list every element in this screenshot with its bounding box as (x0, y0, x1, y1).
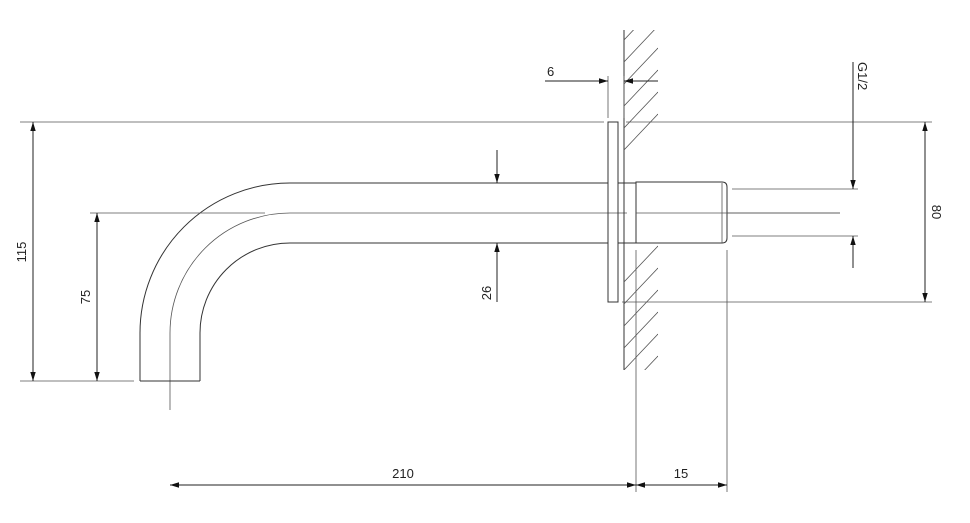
spout-outer-edge (139, 182, 608, 381)
hatch-line (624, 30, 655, 63)
spout-centerline (169, 212, 840, 410)
dimension-6-label: 6 (547, 64, 554, 79)
dimension-26: 26 (479, 150, 500, 302)
hatch-line (624, 267, 658, 305)
dimension-26-label: 26 (479, 286, 494, 300)
hatch-line (624, 113, 658, 151)
inlet-fitting (618, 181, 858, 244)
dimension-210-label: 210 (392, 466, 414, 481)
hatch-line (624, 69, 658, 107)
dimension-115: 115 (14, 122, 36, 381)
thread-label: G1/2 (855, 62, 870, 90)
spout-inner-edge (199, 242, 608, 381)
wall-flange (607, 121, 619, 303)
dimension-75: 75 (78, 213, 100, 381)
hatch-line (624, 245, 658, 283)
extension-lines (20, 76, 932, 492)
hatch-line (624, 378, 658, 414)
hatch-line (624, 289, 658, 327)
dimension-80: 80 (922, 122, 944, 302)
dimension-75-label: 75 (78, 290, 93, 304)
dimension-115-label: 115 (14, 242, 29, 263)
hatch-line (624, 333, 658, 370)
dimension-15-label: 15 (674, 466, 688, 481)
hatch-line (624, 30, 634, 41)
dimension-g12: G1/2 (850, 62, 870, 268)
dimension-80-label: 80 (929, 205, 944, 219)
hatch-line (624, 91, 658, 129)
hatch-line (624, 311, 658, 349)
dimension-210: 210 (170, 466, 636, 488)
dimension-15: 15 (636, 466, 727, 488)
dimension-6: 6 (545, 64, 658, 84)
spout (139, 182, 840, 410)
hatch-line (624, 47, 658, 85)
hatch-line (644, 355, 658, 370)
